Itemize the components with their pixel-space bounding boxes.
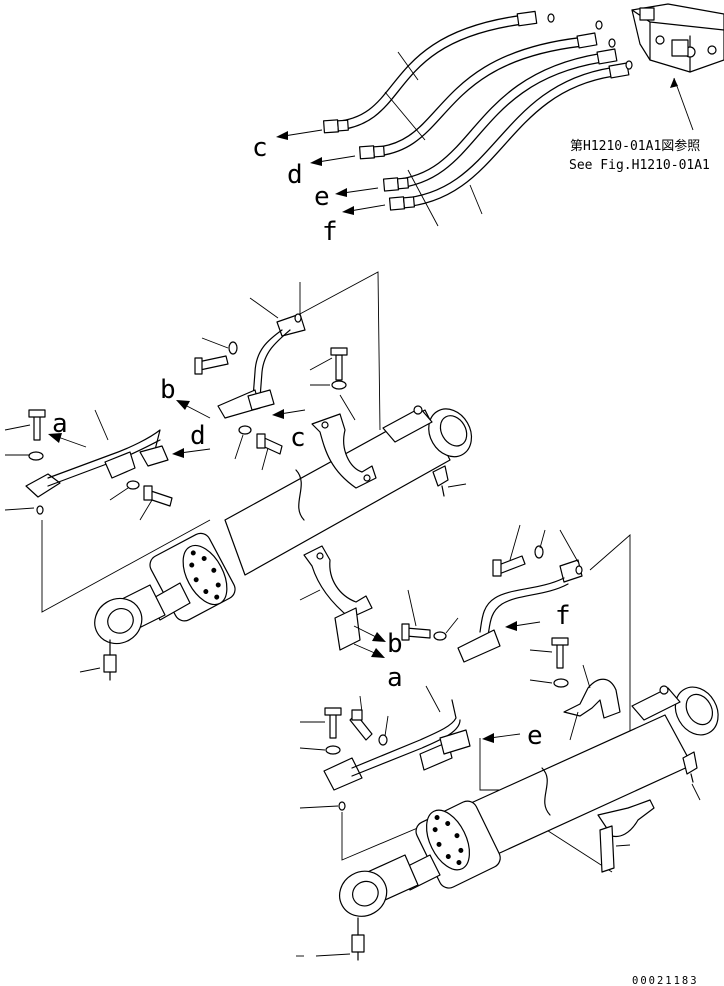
label-c-upper: c [290, 423, 306, 453]
label-b-upper: b [160, 375, 176, 405]
top-leader-lines [384, 51, 694, 227]
lower-leader-lines [296, 524, 701, 957]
valve-block [631, 3, 724, 73]
lower-tube-f [457, 559, 583, 663]
upper-leader-lines [4, 282, 467, 673]
hose-bundle [330, 15, 617, 208]
upper-clamp [311, 413, 377, 489]
lower-fasteners [324, 545, 583, 811]
label-d-upper: d [190, 421, 206, 451]
label-c-top: c [252, 133, 268, 163]
upper-arrows [48, 400, 306, 458]
label-f-top: f [322, 217, 338, 247]
lower-arrows [353, 621, 541, 743]
upper-tube-a [25, 429, 169, 498]
lower-tube-e [323, 699, 471, 791]
hose-end-fittings [323, 10, 633, 211]
upper-tube-b [217, 313, 306, 419]
label-d-top: d [287, 160, 303, 190]
upper-cylinder [94, 405, 473, 681]
label-a-upper: a [52, 409, 68, 439]
label-f-lower: f [555, 601, 571, 631]
reference-note-jp: 第H1210-01A1図参照 [570, 138, 700, 154]
lower-clamps [303, 545, 655, 873]
label-b-lower: b [387, 629, 403, 659]
top-arrows [276, 129, 386, 215]
drawing-number: 00021183 [632, 975, 699, 986]
lower-cylinder [339, 685, 719, 961]
label-e-top: e [314, 182, 330, 212]
label-a-lower: a [387, 663, 403, 693]
upper-reference-frame [41, 271, 381, 613]
upper-fasteners [28, 313, 348, 515]
label-e-lower: e [527, 721, 543, 751]
reference-note-en: See Fig.H1210-01A1 [569, 158, 710, 173]
